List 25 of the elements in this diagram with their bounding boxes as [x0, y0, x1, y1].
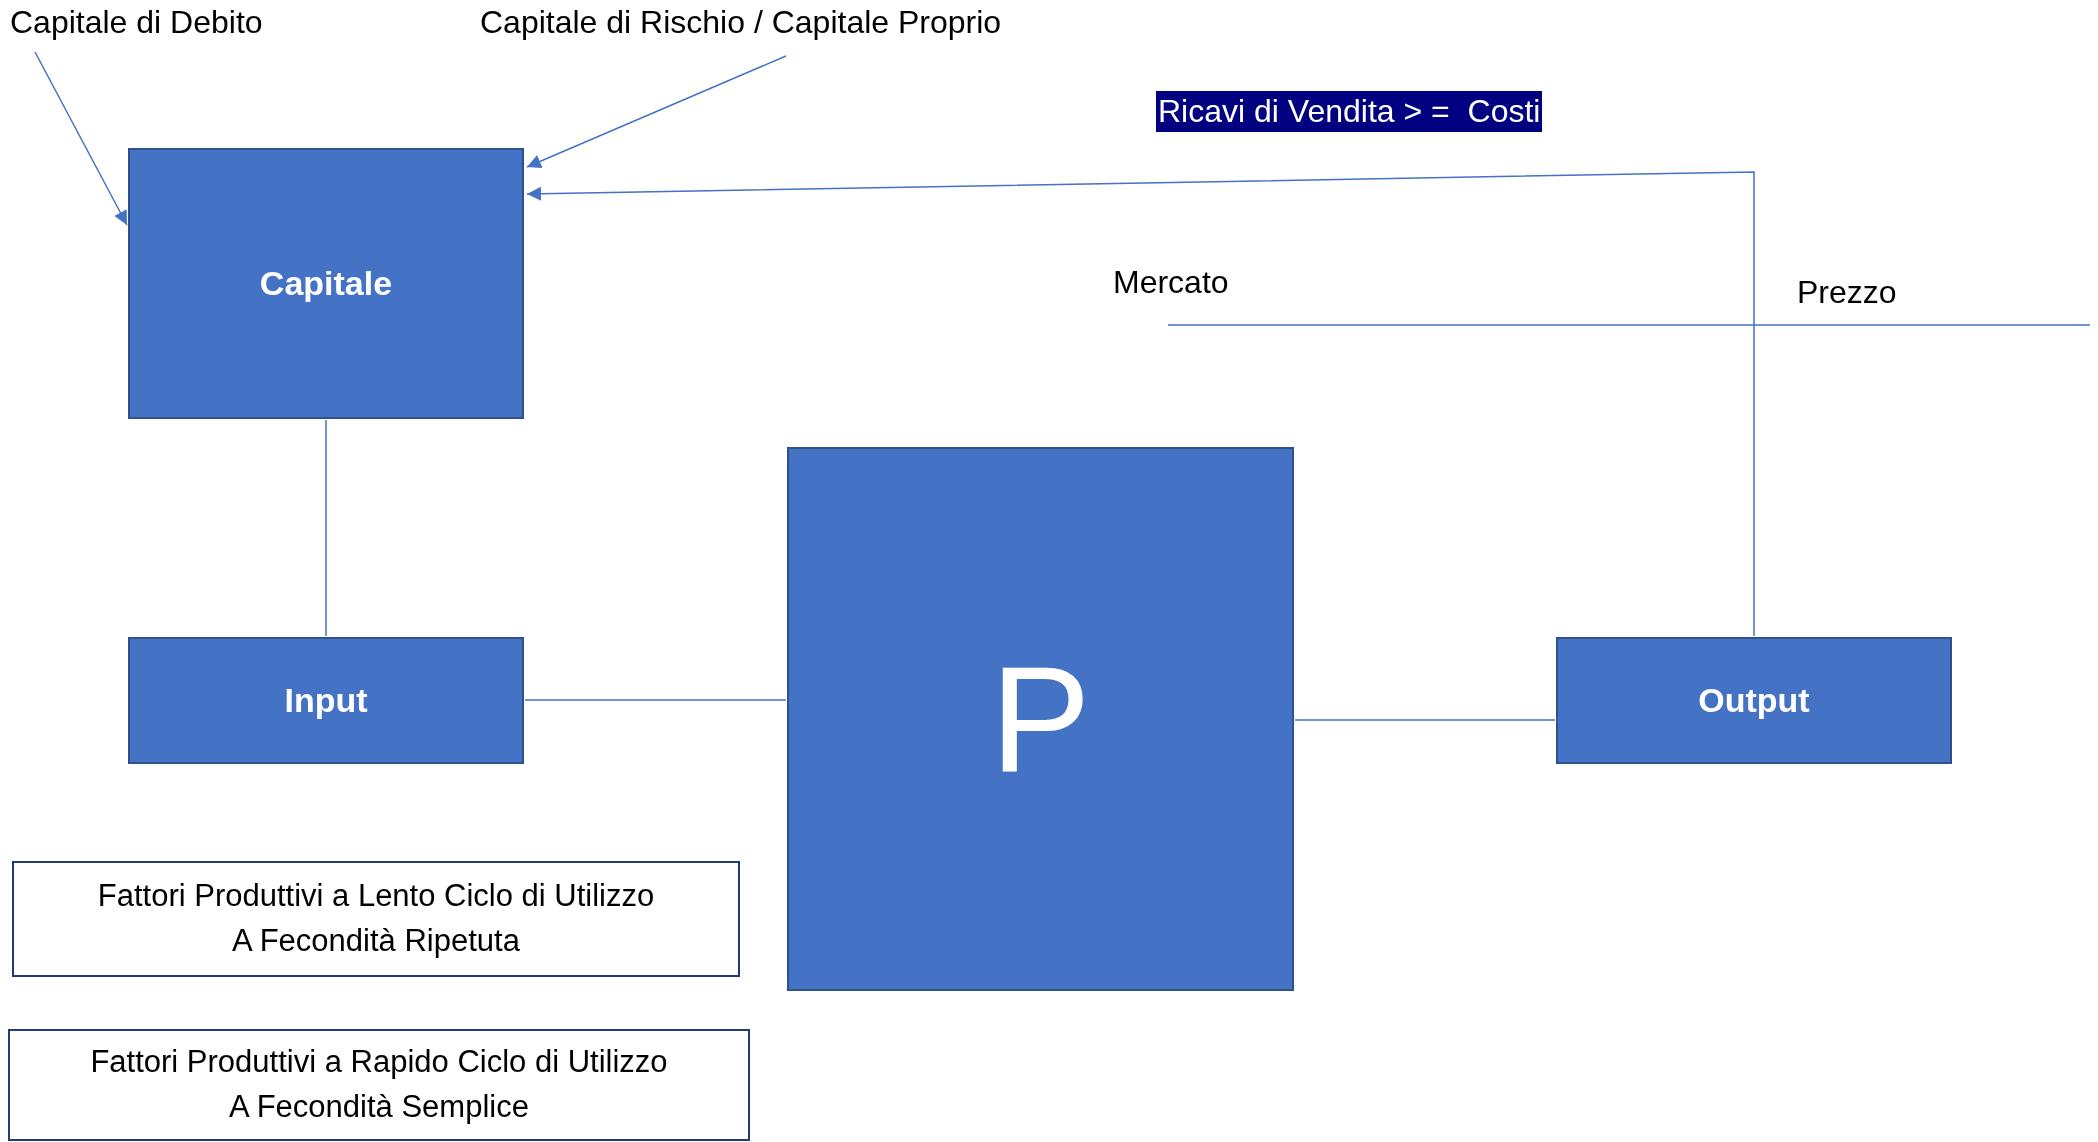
text-box: [12, 861, 740, 977]
connector-line: [325, 419, 327, 637]
connector-line: [524, 699, 787, 701]
process-box: [128, 148, 524, 419]
arrow: [526, 171, 1755, 637]
box-label: A Fecondità Semplice: [229, 1088, 529, 1126]
highlighted-note: Ricavi di Vendita > = Costi: [1156, 91, 1543, 132]
arrow: [34, 51, 128, 226]
market-label: Mercato: [1113, 264, 1229, 301]
annotation-text: Capitale di Rischio / Capitale Proprio: [480, 4, 1002, 41]
annotation-text: Capitale di Debito: [10, 4, 263, 41]
process-box: [128, 637, 524, 764]
process-box: [1556, 637, 1952, 764]
price-label: Prezzo: [1797, 274, 1897, 311]
box-label: Fattori Produttivi a Lento Ciclo di Utilizzo: [97, 877, 655, 916]
box-label: Output: [1698, 681, 1810, 720]
process-box: [787, 447, 1294, 991]
text-box: [8, 1029, 750, 1141]
box-label: Capitale: [259, 264, 393, 303]
connector-line: [1294, 719, 1556, 721]
box-label: A Fecondità Ripetuta: [232, 922, 520, 960]
box-label: Input: [284, 681, 368, 720]
arrow: [526, 55, 787, 168]
box-label: Fattori Produttivi a Rapido Ciclo di Utilizzo: [90, 1043, 668, 1082]
process-letter: P: [990, 633, 1091, 805]
